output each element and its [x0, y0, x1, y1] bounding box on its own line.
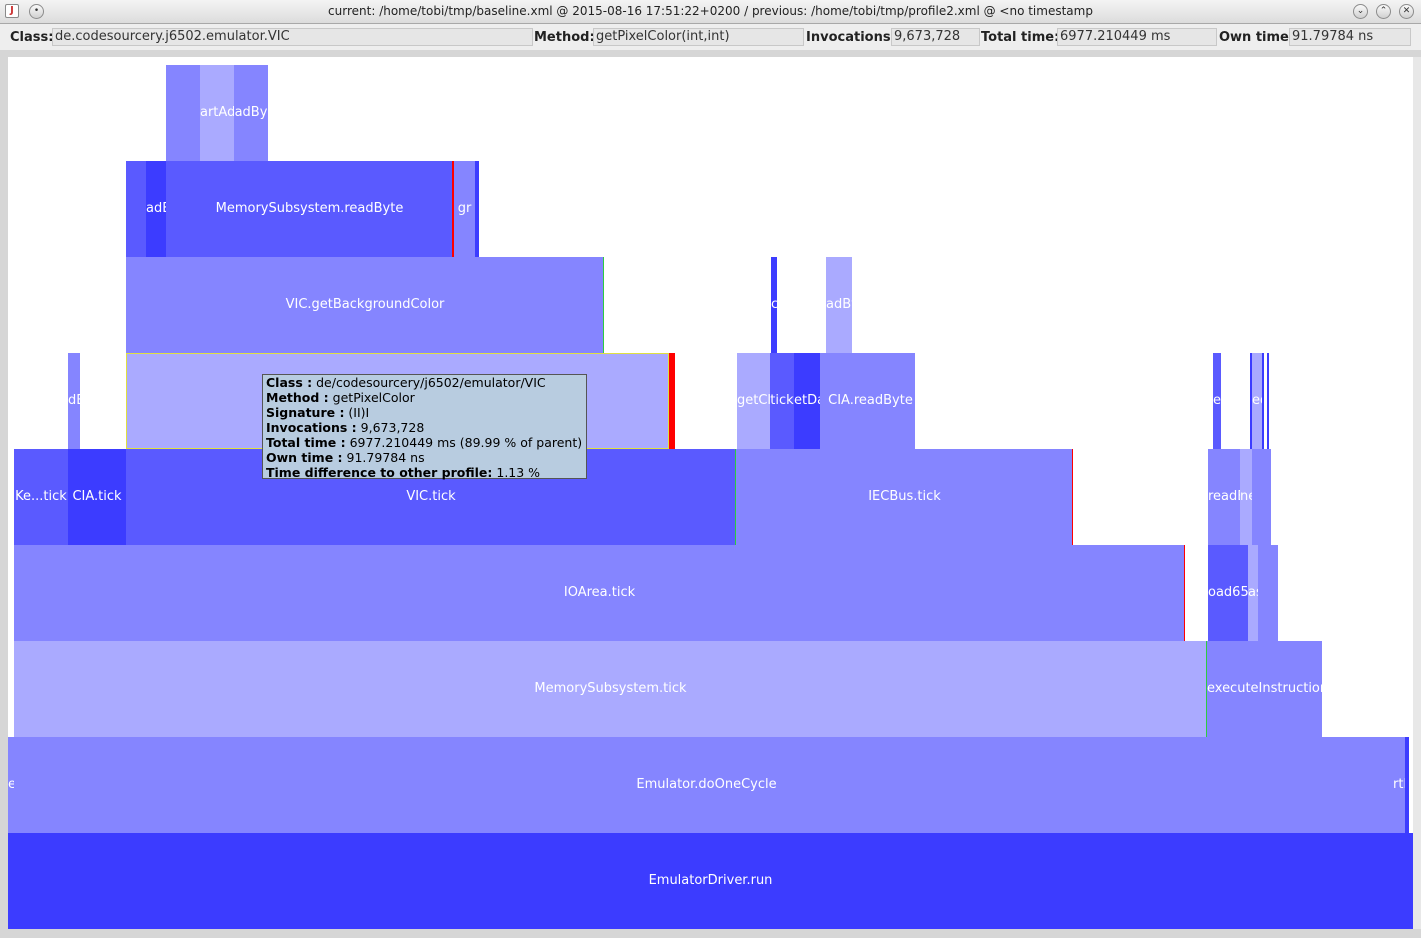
own-time-label: Own time: [1219, 30, 1295, 45]
diff-marker-green-2 [735, 449, 736, 545]
java-app-icon[interactable]: J [5, 4, 19, 18]
frame-emulator-driver-run[interactable]: EmulatorDriver.run [8, 833, 1413, 929]
tooltip-diff-value: 1.13 % [496, 465, 541, 480]
tooltip-signature-value: (II)I [348, 405, 370, 420]
frame-cia-tick[interactable]: CIA.tick [68, 449, 126, 545]
frame-memory-subsystem-tick[interactable]: MemorySubsystem.tick [14, 641, 1207, 737]
tooltip-diff-label: Time difference to other profile: [266, 465, 493, 480]
frame-iecbus-tick[interactable]: IECBus.tick [736, 449, 1073, 545]
frame-read-by-2[interactable]: adBy [826, 257, 852, 353]
diff-marker-green-3 [603, 257, 604, 353]
window-menu-icon[interactable]: • [29, 4, 44, 19]
frame-small-ed[interactable]: ed [1252, 353, 1262, 449]
window-bottom-edge [0, 929, 1421, 938]
total-time-label: Total time: [981, 30, 1060, 45]
frame-start-address[interactable]: artAddress [200, 65, 234, 161]
frame-read-by-3[interactable]: adBy [234, 65, 268, 161]
tooltip-class-label: Class : [266, 375, 313, 390]
frame-small-right[interactable] [1252, 449, 1271, 545]
diff-marker-red [1184, 545, 1185, 641]
frame-read-by-ra[interactable]: adByRA [146, 161, 166, 257]
diff-marker-red-2 [1072, 449, 1073, 545]
class-field[interactable]: de.codesourcery.j6502.emulator.VIC [52, 28, 533, 46]
method-field[interactable]: getPixelColor(int,int) [593, 28, 804, 46]
info-bar: Class: de.codesourcery.j6502.emulator.VI… [0, 24, 1421, 50]
tooltip-signature-label: Signature : [266, 405, 345, 420]
frame-do-one-cycle-left[interactable]: e [8, 737, 14, 833]
own-time-field[interactable]: 91.79784 ns [1289, 28, 1411, 46]
diff-marker-red-4 [452, 161, 454, 257]
close-icon[interactable]: ✕ [1399, 4, 1414, 19]
frame-sliver-right[interactable] [1405, 737, 1409, 833]
total-time-field[interactable]: 6977.210449 ms [1057, 28, 1217, 46]
frame-small-gap[interactable] [820, 353, 826, 449]
frame-memory-read-byte[interactable]: MemorySubsystem.readByte [166, 161, 453, 257]
frame-read6502b[interactable]: ass [1248, 545, 1258, 641]
tooltip-own-value: 91.79784 ns [346, 450, 425, 465]
frame-read-small2[interactable]: ne [1240, 449, 1252, 545]
window-titlebar: J • current: /home/tobi/tmp/baseline.xml… [0, 0, 1421, 24]
frame-read6502[interactable]: oad6502 [1208, 545, 1248, 641]
tooltip-class-value: de/codesourcery/j6502/emulator/VIC [316, 375, 546, 390]
frame-io-area-tick[interactable]: IOArea.tick [14, 545, 1185, 641]
frame-start-address-a[interactable] [166, 65, 200, 161]
flamegraph-canvas[interactable]: EmulatorDriver.run Emulator.doOneCycle e… [8, 57, 1413, 929]
frame-tooltip: Class : de/codesourcery/j6502/emulator/V… [262, 374, 587, 480]
frame-small-e[interactable]: e [1213, 353, 1221, 449]
class-label: Class: [10, 30, 54, 45]
frame-do-one-cycle-right[interactable]: rtB [1393, 737, 1405, 833]
frame-tick-small[interactable]: tick [770, 353, 794, 449]
invocations-field[interactable]: 9,673,728 [891, 28, 980, 46]
frame-sliver-d[interactable] [475, 161, 479, 257]
frame-sliver-a[interactable] [1250, 353, 1252, 449]
tooltip-invocations-label: Invocations : [266, 420, 357, 435]
frame-get-background-color[interactable]: VIC.getBackgroundColor [126, 257, 604, 353]
minimize-icon[interactable]: ⌄ [1353, 4, 1368, 19]
window-right-edge [1413, 57, 1421, 938]
tooltip-own-label: Own time : [266, 450, 343, 465]
invocations-label: Invocations: [806, 30, 896, 45]
frame-emulator-do-one-cycle[interactable]: Emulator.doOneCycle [8, 737, 1405, 833]
window-title: current: /home/tobi/tmp/baseline.xml @ 2… [328, 4, 1093, 18]
maximize-icon[interactable]: ⌃ [1376, 4, 1391, 19]
frame-sliver-b[interactable] [1262, 353, 1264, 449]
tooltip-method-label: Method : [266, 390, 329, 405]
frame-cia-read-byte[interactable]: CIA.readByte [826, 353, 915, 449]
frame-gr-small[interactable]: gr [454, 161, 475, 257]
tooltip-invocations-value: 9,673,728 [360, 420, 425, 435]
tooltip-total-value: 6977.210449 ms (89.99 % of parent) [349, 435, 583, 450]
frame-small-db[interactable]: dB [68, 353, 80, 449]
frame-get-cld[interactable]: getClD [737, 353, 770, 449]
diff-marker-red-3 [669, 353, 675, 449]
frame-sliver-c[interactable] [1267, 353, 1269, 449]
frame-small-c[interactable]: c [771, 257, 777, 353]
tooltip-total-label: Total time : [266, 435, 346, 450]
method-label: Method: [534, 30, 595, 45]
frame-set-da[interactable]: etDa [794, 353, 820, 449]
frame-ke-tick[interactable]: Ke...tick [14, 449, 68, 545]
frame-read6502-tail[interactable] [1258, 545, 1278, 641]
frame-read-byte-small[interactable]: readBy [1208, 449, 1240, 545]
tooltip-method-value: getPixelColor [332, 390, 415, 405]
diff-marker-green [1206, 641, 1207, 737]
frame-read-by-ra-a[interactable] [126, 161, 146, 257]
frame-execute-instruction[interactable]: executeInstruction [1207, 641, 1322, 737]
